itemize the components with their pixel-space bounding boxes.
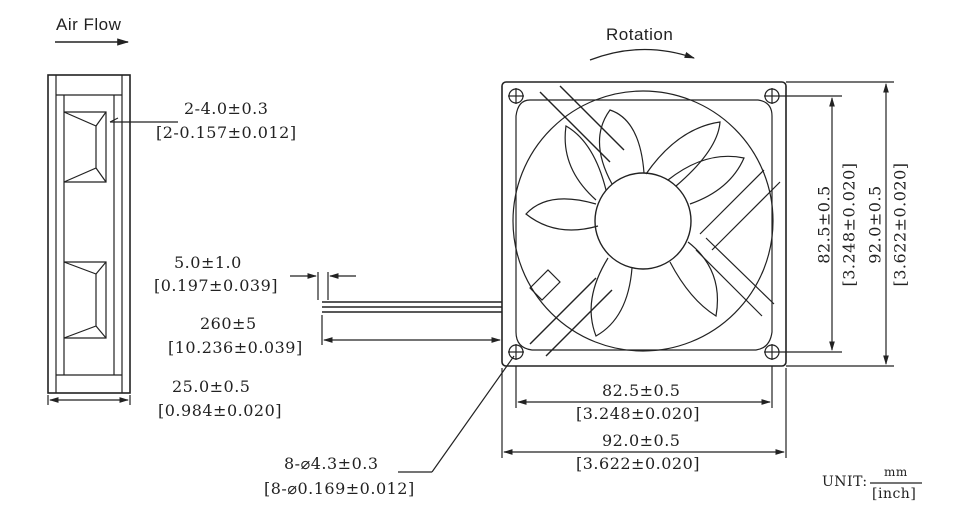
fan-side-view <box>47 74 131 394</box>
lead-length-dimension-line <box>321 315 501 345</box>
mounting-hole-icon <box>764 344 780 360</box>
unit-label: UNIT: <box>822 474 868 490</box>
lead-offset-mm: 5.0±1.0 <box>174 253 242 272</box>
hole-diameter-mm: 8-⌀4.3±0.3 <box>284 454 379 473</box>
thickness-inch: [0.984±0.020] <box>158 401 282 420</box>
lead-offset-inch: [0.197±0.039] <box>154 276 278 295</box>
rotation-label: Rotation <box>606 25 674 44</box>
hole-spacing-h-mm: 82.5±0.5 <box>602 381 681 400</box>
frame-height-inch: [3.622±0.020] <box>890 162 910 287</box>
thickness-mm: 25.0±0.5 <box>172 377 251 396</box>
unit-denominator: [inch] <box>872 486 917 502</box>
lead-length-mm: 260±5 <box>200 314 257 333</box>
lead-wires <box>322 301 502 313</box>
hole-spacing-h-inch: [3.248±0.020] <box>576 404 700 423</box>
hole-spacing-h-dimension-line <box>515 366 773 408</box>
hole-spacing-v-dimension-line <box>780 95 842 353</box>
hole-diameter-inch: [8-⌀0.169±0.012] <box>264 479 415 498</box>
unit-numerator: mm <box>884 465 908 479</box>
thickness-dimension-line <box>47 395 131 405</box>
hole-diameter-leader <box>431 355 515 473</box>
frame-width-dimension-line <box>501 368 787 458</box>
mounting-hole-icon <box>764 88 780 104</box>
mounting-hole-icon <box>508 344 524 360</box>
mount-hole-side-mm: 2-4.0±0.3 <box>184 99 269 118</box>
lead-length-inch: [10.236±0.039] <box>168 338 303 357</box>
hole-spacing-v-inch: [3.248±0.020] <box>839 162 859 287</box>
frame-height-mm: 92.0±0.5 <box>865 185 885 264</box>
mount-hole-side-inch: [2-0.157±0.012] <box>156 123 297 142</box>
rotation-arrow-icon <box>589 48 695 61</box>
fan-front-view <box>501 81 787 367</box>
air-flow-label: Air Flow <box>56 15 122 34</box>
hole-spacing-v-mm: 82.5±0.5 <box>814 185 834 264</box>
frame-height-dimension-line <box>786 81 894 367</box>
mounting-hole-icon <box>508 88 524 104</box>
frame-width-mm: 92.0±0.5 <box>602 431 681 450</box>
lead-offset-dimension-line <box>290 272 356 300</box>
frame-width-inch: [3.622±0.020] <box>576 454 700 473</box>
